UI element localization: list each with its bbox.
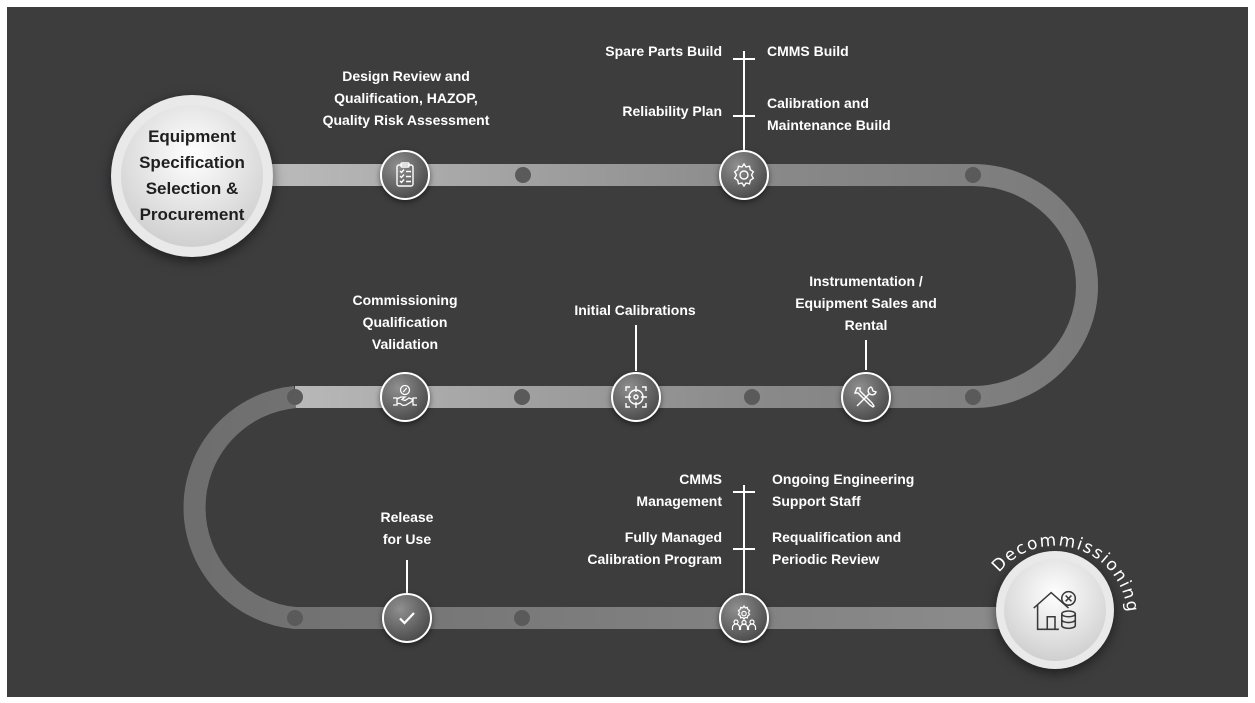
managed-calibration-label: Fully Managed Calibration Program (587, 529, 722, 567)
managed-tick-top (733, 491, 755, 493)
instrumentation-connector (865, 340, 867, 370)
team-gear-icon (731, 604, 757, 630)
lifecycle-diagram: Equipment Specification Selection & Proc… (7, 7, 1248, 697)
start-label: Equipment Specification Selection & Proc… (139, 127, 245, 224)
handshake-icon (393, 384, 417, 407)
tools-icon (853, 386, 877, 408)
gear-icon (733, 162, 755, 188)
release-node (382, 593, 432, 643)
checkmark-icon (399, 612, 415, 625)
start-node: Equipment Specification Selection & Proc… (111, 95, 273, 257)
build-tick-top (733, 58, 755, 60)
release-connector (406, 560, 408, 593)
instrumentation-label: Instrumentation / Equipment Sales and Re… (795, 273, 937, 333)
release-label: Release for Use (380, 509, 434, 547)
managed-tick-bottom (733, 548, 755, 550)
engineering-support-label: Ongoing Engineering Support Staff (772, 471, 915, 509)
design-review-node (380, 150, 430, 200)
initial-calibrations-connector (635, 325, 637, 371)
initial-calibrations-label: Initial Calibrations (574, 302, 696, 318)
build-tick-bottom (733, 115, 755, 117)
design-review-label: Design Review and Qualification, HAZOP, … (322, 68, 490, 128)
calibration-build-label: Calibration and Maintenance Build (767, 95, 891, 133)
requalification-label: Requalification and Periodic Review (772, 529, 902, 567)
build-node (719, 150, 769, 200)
cqv-node (380, 372, 430, 422)
spare-parts-label: Spare Parts Build (605, 43, 722, 59)
decommissioning-node (996, 551, 1114, 669)
cqv-label: Commissioning Qualification Validation (352, 292, 458, 352)
managed-node (719, 593, 769, 643)
process-track (183, 164, 1098, 629)
clipboard-checklist-icon (396, 162, 414, 187)
cmms-build-label: CMMS Build (767, 43, 849, 59)
target-crosshair-icon (625, 386, 647, 408)
cmms-management-label: CMMS Management (636, 471, 722, 509)
instrumentation-node (841, 372, 891, 422)
build-connector (743, 51, 745, 151)
house-database-remove-icon (1033, 590, 1077, 631)
managed-connector (743, 485, 745, 593)
initial-calibrations-node (611, 372, 661, 422)
reliability-plan-label: Reliability Plan (622, 103, 722, 119)
